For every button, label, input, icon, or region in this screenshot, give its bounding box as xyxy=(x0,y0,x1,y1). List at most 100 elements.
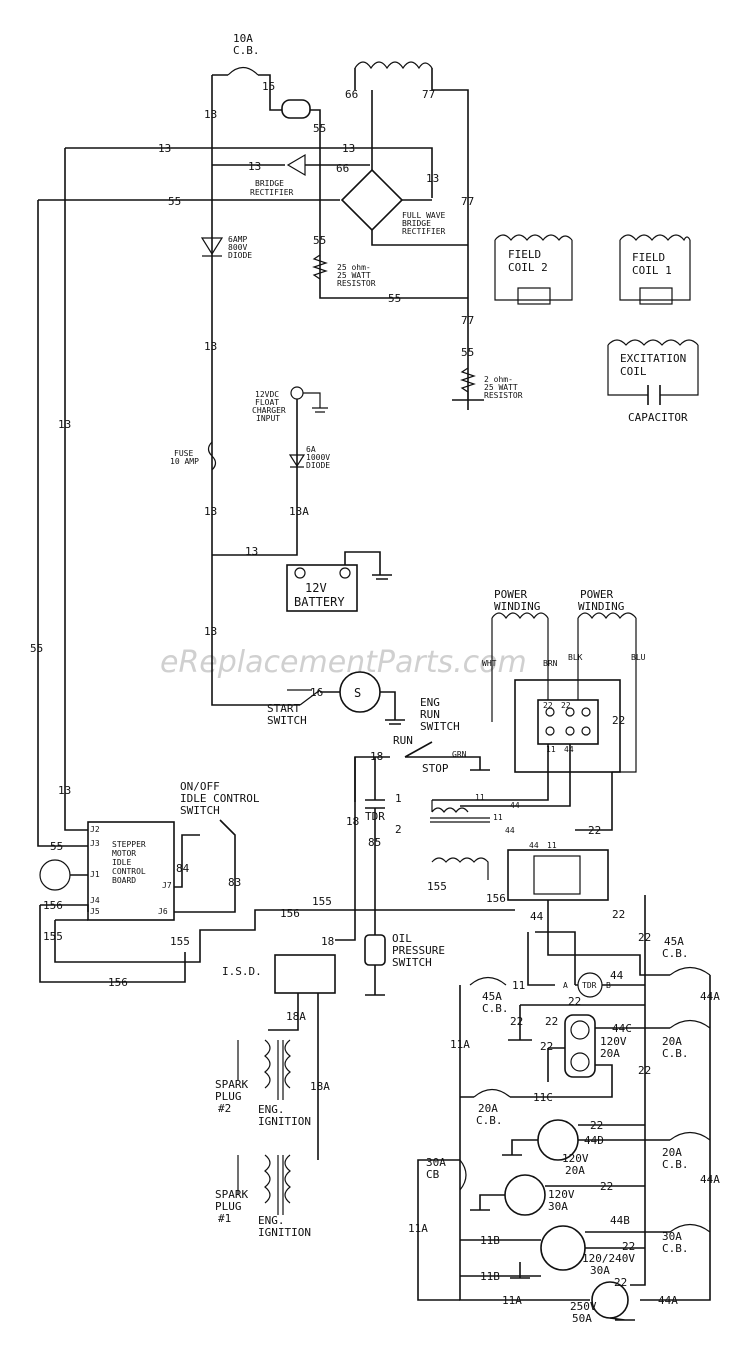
oil-pressure-switch xyxy=(364,934,386,966)
wire-label: 13 xyxy=(245,545,258,558)
field-coil-2-diode xyxy=(517,287,551,305)
wire-label: 22 xyxy=(543,701,553,710)
tdr-contact-label: TDR xyxy=(582,981,597,990)
wire-label: 11B xyxy=(480,1234,500,1247)
battery-negative xyxy=(339,567,351,579)
wire-label: 155 xyxy=(43,930,63,943)
wire-label: 22 xyxy=(638,1064,651,1077)
wire-77 xyxy=(354,68,469,410)
excitation-coil-box xyxy=(607,345,699,396)
grn-label: GRN xyxy=(452,750,467,759)
wire-156-loop xyxy=(39,904,186,983)
jack-label: J2 xyxy=(90,825,100,834)
oil-ground xyxy=(365,965,385,996)
wire-label: 11C xyxy=(533,1091,553,1104)
idle-switch-label: ON/OFF xyxy=(180,780,220,793)
wire-label: 22 xyxy=(545,1015,558,1028)
cb20a-11c xyxy=(473,1088,511,1098)
field-coil-2-box xyxy=(494,240,573,301)
cb-label: 20A xyxy=(662,1035,682,1048)
terminal-block xyxy=(537,699,599,745)
battery-voltage: 12V xyxy=(305,581,327,595)
wire-55-a xyxy=(310,109,468,299)
ignition-coil-2 xyxy=(264,1039,291,1100)
cb-label: 45A xyxy=(664,935,684,948)
jack-label: J5 xyxy=(90,907,100,916)
wire-label: 156 xyxy=(108,976,128,989)
wht-label: WHT xyxy=(482,659,497,668)
field-coil-1-label: COIL 1 xyxy=(632,264,672,277)
winding-left-leads xyxy=(491,618,549,722)
diode6a-label: 1000V xyxy=(306,453,330,462)
ignition-label: IGNITION xyxy=(258,1226,311,1239)
battery xyxy=(286,564,358,612)
wire-22-ground xyxy=(508,1004,645,1041)
wire-label: 22 xyxy=(614,1276,627,1289)
fuse-label: FUSE xyxy=(174,449,193,458)
cb-top-label: C.B. xyxy=(233,44,260,57)
motor-label: S xyxy=(354,686,361,700)
wire-44d xyxy=(502,1124,670,1156)
field-coil-2-label: FIELD xyxy=(508,248,541,261)
blk-label: BLK xyxy=(568,653,583,662)
idle-switch-wiring xyxy=(174,819,236,913)
recept-label: 20A xyxy=(600,1047,620,1060)
wire-13-top xyxy=(65,147,433,198)
spark-label: #2 xyxy=(218,1102,231,1115)
wire-label: 22 xyxy=(561,701,571,710)
wire-label: 66 xyxy=(336,162,349,175)
charger-label: INPUT xyxy=(256,414,280,423)
wire-label: 22 xyxy=(612,908,625,921)
wire-label: 55 xyxy=(388,292,401,305)
power-winding-right xyxy=(577,612,637,620)
winding-label: WINDING xyxy=(578,600,624,613)
ignition-label: ENG. xyxy=(258,1214,285,1227)
wire-label: 55 xyxy=(168,195,181,208)
wire-label: 18A xyxy=(310,1080,330,1093)
wire-label: 11 xyxy=(546,745,556,754)
jack-label: J4 xyxy=(90,896,100,905)
cb20a-44d xyxy=(669,1131,711,1141)
charger-ground xyxy=(303,392,328,413)
board-label: MOTOR xyxy=(112,849,136,858)
start-switch xyxy=(287,689,321,706)
cb20a-44c xyxy=(669,1019,711,1029)
cb-label: C.B. xyxy=(482,1002,509,1015)
charger-label: CHARGER xyxy=(252,406,286,415)
wire-11-a xyxy=(432,744,549,801)
full-wave-bridge xyxy=(340,168,404,232)
wire-label: 44A xyxy=(700,990,720,1003)
wire-label: 22 xyxy=(600,1180,613,1193)
terminal-strip-inner xyxy=(533,855,581,895)
cb-label: C.B. xyxy=(662,1047,689,1060)
cb-label: 20A xyxy=(662,1146,682,1159)
wire-label: 22 xyxy=(612,714,625,727)
field-coil-2-label: COIL 2 xyxy=(508,261,548,274)
wire-label: 22 xyxy=(540,1040,553,1053)
wire-label: 18 xyxy=(370,750,383,763)
res-label: 25 ohm- xyxy=(337,263,371,272)
recept-label: 30A xyxy=(548,1200,568,1213)
wire-label: 13 xyxy=(426,172,439,185)
battery-ground-wire xyxy=(344,551,381,575)
wire-label: 83 xyxy=(228,876,241,889)
tdr-terminal: 2 xyxy=(395,823,402,836)
wire-155-loop xyxy=(54,909,515,963)
run-switch-label: RUN xyxy=(420,708,440,721)
recept-label: 120/240V xyxy=(582,1252,635,1265)
wire-label: 55 xyxy=(313,234,326,247)
diode-label: 6AMP xyxy=(228,235,247,244)
wire-11-branch xyxy=(527,931,576,986)
wire-label: 13 xyxy=(204,625,217,638)
charger-label: FLOAT xyxy=(255,398,279,407)
diode-label: DIODE xyxy=(228,251,252,260)
recept-label: 250V xyxy=(570,1300,597,1313)
float-charger-input xyxy=(290,386,304,400)
start-label: SWITCH xyxy=(267,714,307,727)
cb-label: C.B. xyxy=(662,1242,689,1255)
idle-switch-label: SWITCH xyxy=(180,804,220,817)
winding-label: WINDING xyxy=(494,600,540,613)
jack-label: J1 xyxy=(90,870,100,879)
diode-label: 800V xyxy=(228,243,247,252)
